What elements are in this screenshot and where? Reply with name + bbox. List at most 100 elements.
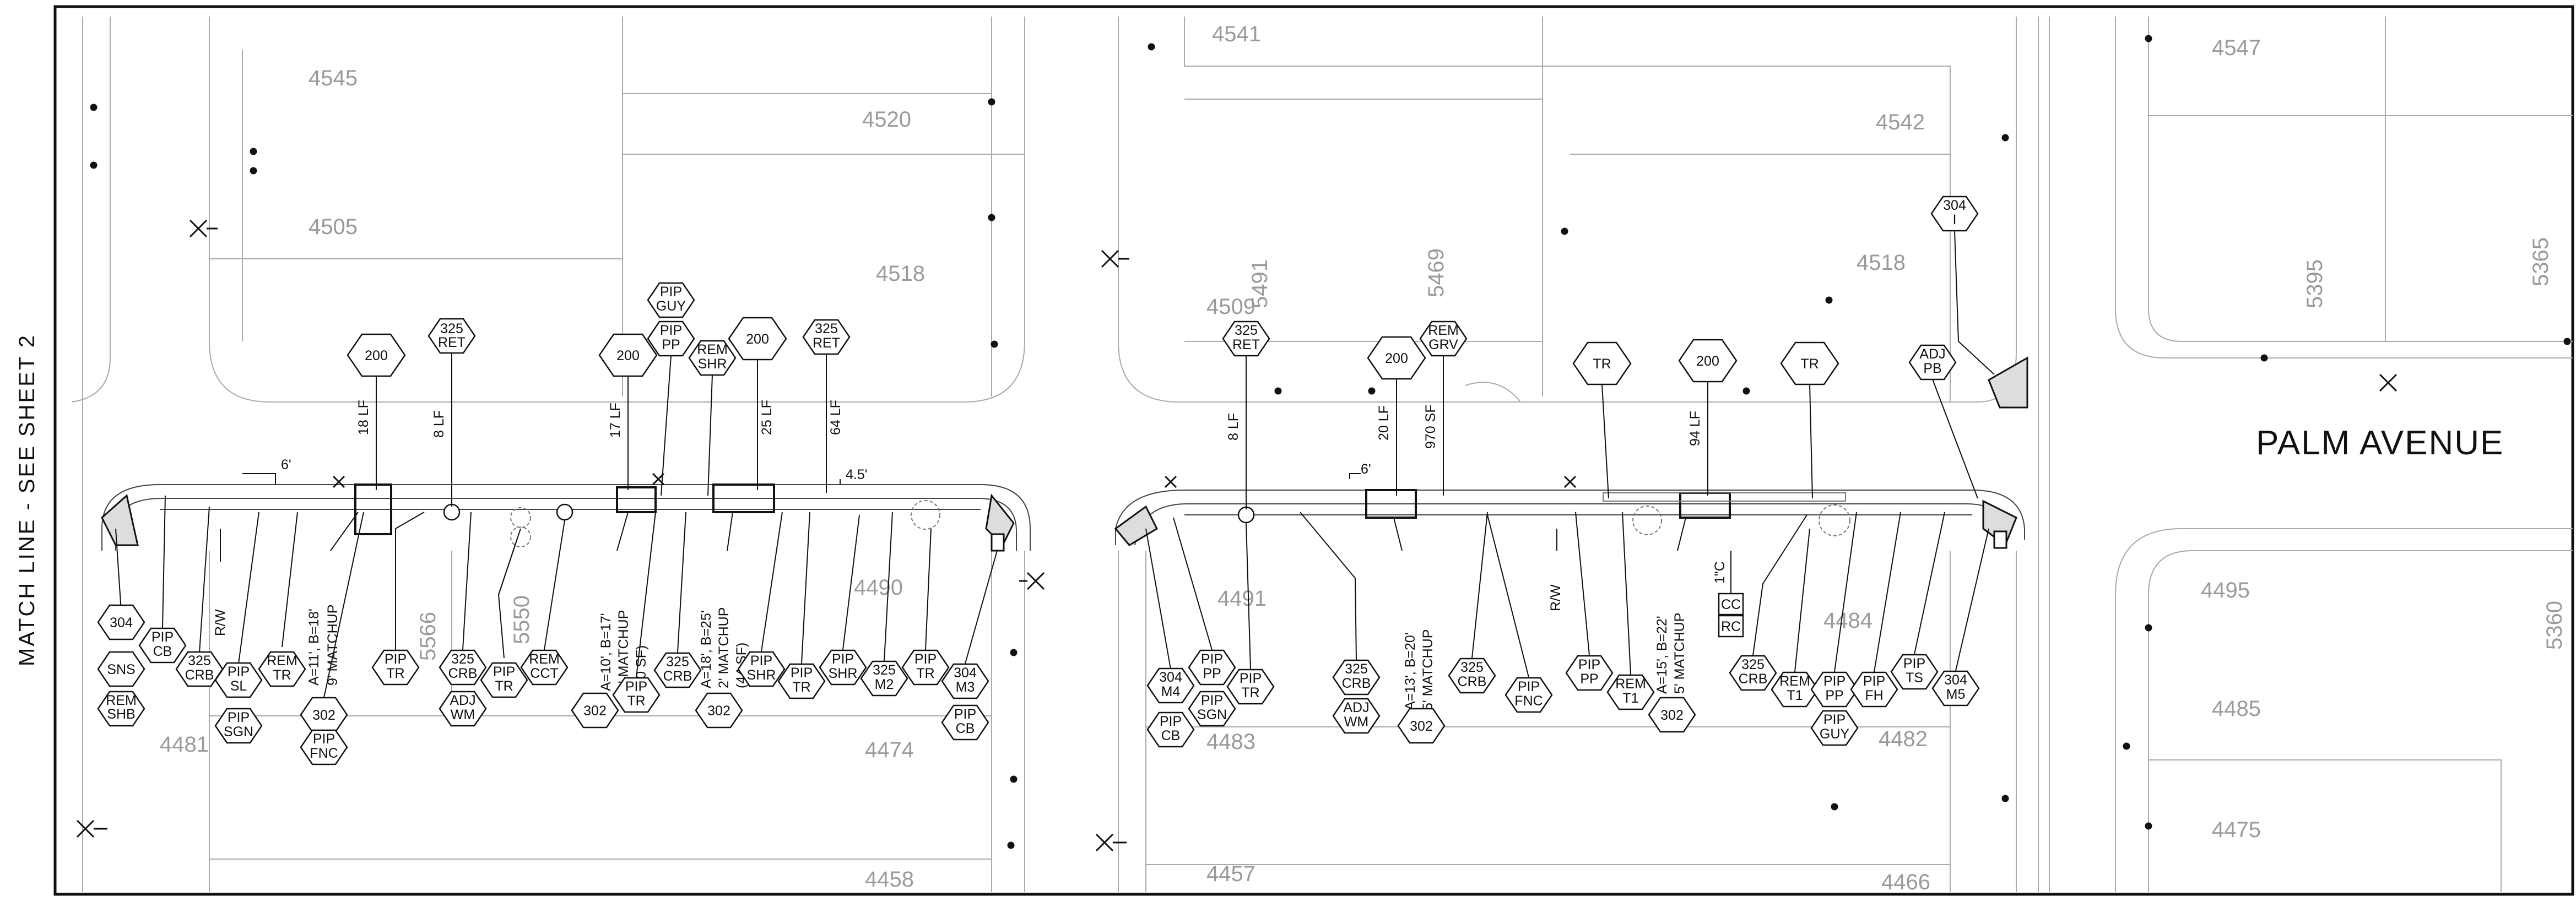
spec-tag: PB <box>1923 361 1941 376</box>
spec-tag: PIP <box>1823 673 1846 689</box>
spec-tag: SNS <box>107 662 135 677</box>
spec-tag: M4 <box>1161 684 1181 699</box>
parcel-label: 4485 <box>2212 697 2261 721</box>
spec-tag: PIP <box>625 679 647 694</box>
spec-tag: TR <box>1593 356 1611 372</box>
spec-tag: 325 <box>440 321 463 336</box>
spec-tag: RET <box>813 335 840 351</box>
spec-tag: PIP <box>1903 656 1925 671</box>
spec-tag: PIP <box>1823 712 1846 727</box>
dim-note: 9' MATCHUP <box>325 605 340 686</box>
spec-tag: REM <box>1428 323 1459 338</box>
dim-note: A=10', B=17' <box>598 613 614 691</box>
spec-tag: TR <box>386 666 404 681</box>
spec-tag: 200 <box>1385 351 1408 366</box>
spec-tag: PIP <box>228 710 250 725</box>
spec-tag: PIP <box>228 664 250 680</box>
length-note: 18 LF <box>356 400 371 435</box>
spec-tag: CRB <box>663 669 692 684</box>
top-callouts-block-2: 325 RET 8 LF 200 20 LF REM GRV 970 SF TR… <box>1222 195 1995 509</box>
parcel-label: 4541 <box>1212 22 1261 46</box>
spec-tag: FNC <box>310 746 338 761</box>
offset-dim: 6' <box>1361 461 1371 477</box>
spec-tag: 304 <box>110 615 133 631</box>
parcel-label: 4518 <box>1857 251 1906 275</box>
parcel-label: 4457 <box>1206 862 1255 886</box>
spec-tag: CB <box>956 721 975 736</box>
spec-tag: 325 <box>1741 657 1765 672</box>
spec-tag: 325 <box>451 651 474 667</box>
spec-tag: CRB <box>185 667 214 683</box>
spec-tag: T1 <box>1787 688 1803 703</box>
parcel-label: 4509 <box>1206 295 1255 319</box>
spec-tag: GRV <box>1428 337 1458 352</box>
bottom-callouts-block-2: 304 M4 PIP CB PIP PP PIP SGN PIP TR 325 … <box>1145 512 1989 748</box>
spec-tag: PIP <box>151 629 174 645</box>
parcel-label: 5395 <box>2303 259 2327 308</box>
rw-label: R/W <box>213 609 228 636</box>
spec-tag: TR <box>916 666 934 681</box>
parcel-label: 4481 <box>160 732 209 757</box>
spec-tag: 325 <box>1460 660 1484 675</box>
rc-box <box>1718 615 1744 638</box>
sheet-border <box>53 5 2574 896</box>
street-name: PALM AVENUE <box>2256 424 2504 462</box>
length-note: 8 LF <box>431 410 447 438</box>
spec-tag: REM <box>1779 673 1810 689</box>
lot-lines <box>71 17 2573 892</box>
dim-note: A=13', B=20' <box>1403 632 1418 710</box>
spec-tag: PP <box>1580 671 1598 687</box>
spec-tag: PIP <box>914 651 937 667</box>
offset-dim: 4.5' <box>846 467 868 482</box>
spec-tag: TR <box>273 667 291 683</box>
spec-tag: PIP <box>660 323 682 338</box>
spec-tag: 302 <box>583 703 607 719</box>
spec-tag: WM <box>451 707 475 722</box>
dim-note: A=15', B=22' <box>1654 616 1670 694</box>
spec-tag: 304 <box>1159 670 1182 685</box>
spec-tag: PIP <box>954 707 976 722</box>
bottom-callouts-block-1: 304 SNS REM SHB PIP CB 325 CRB R/W PIP S… <box>97 495 998 765</box>
cc-box <box>1718 593 1744 616</box>
spec-tag: ADJ <box>1919 346 1945 362</box>
parcel-label: 4484 <box>1823 608 1873 633</box>
spec-tag: WM <box>1344 714 1368 730</box>
parcel-label: 5365 <box>2529 237 2553 286</box>
spec-tag: CRB <box>1458 674 1487 689</box>
dim-note: 5' MATCHUP <box>1420 629 1436 710</box>
parcel-label: 4490 <box>854 575 903 600</box>
spec-tag: SHR <box>698 356 727 372</box>
spec-tag: 325 <box>188 653 211 669</box>
spec-tag: 304 <box>1943 198 1966 213</box>
spec-tag: 302 <box>312 708 335 723</box>
spec-tag: CB <box>153 644 172 659</box>
spec-tag: PIP <box>1160 714 1182 729</box>
spec-tag: CRB <box>1342 676 1371 691</box>
length-note: 8 LF <box>1226 413 1241 441</box>
length-note: 970 SF <box>1423 404 1438 449</box>
spec-tag: 200 <box>746 332 769 347</box>
spec-tag: GUY <box>1820 726 1850 742</box>
spec-tag: 325 <box>1345 661 1368 677</box>
spec-tag: 325 <box>815 321 838 336</box>
utility-markers <box>90 35 2571 849</box>
spec-tag: PIP <box>832 651 854 667</box>
spec-tag: FNC <box>1514 693 1543 709</box>
parcel-label: 5469 <box>1424 248 1448 297</box>
spec-tag: TR <box>627 693 645 709</box>
parcel-label: 4542 <box>1876 110 1925 134</box>
top-callouts-block-1: 200 18 LF 325 RET 8 LF 200 17 LF PIP GUY… <box>347 282 851 507</box>
spec-tag: PP <box>1825 688 1843 703</box>
length-note: 94 LF <box>1687 411 1703 446</box>
parcel-label: 4520 <box>862 107 911 132</box>
spec-tag: CC <box>1721 597 1741 612</box>
length-note: 25 LF <box>759 400 775 435</box>
spec-tag: TS <box>1906 670 1923 686</box>
length-note: 64 LF <box>828 400 843 435</box>
parcel-label: 4482 <box>1879 727 1928 751</box>
parcel-numbers: 4545 4520 4505 4518 4481 4474 4458 4541 … <box>160 22 2567 894</box>
spec-tag: SHR <box>747 667 776 683</box>
spec-tag: REM <box>267 653 297 669</box>
spec-tag: 200 <box>616 348 640 363</box>
